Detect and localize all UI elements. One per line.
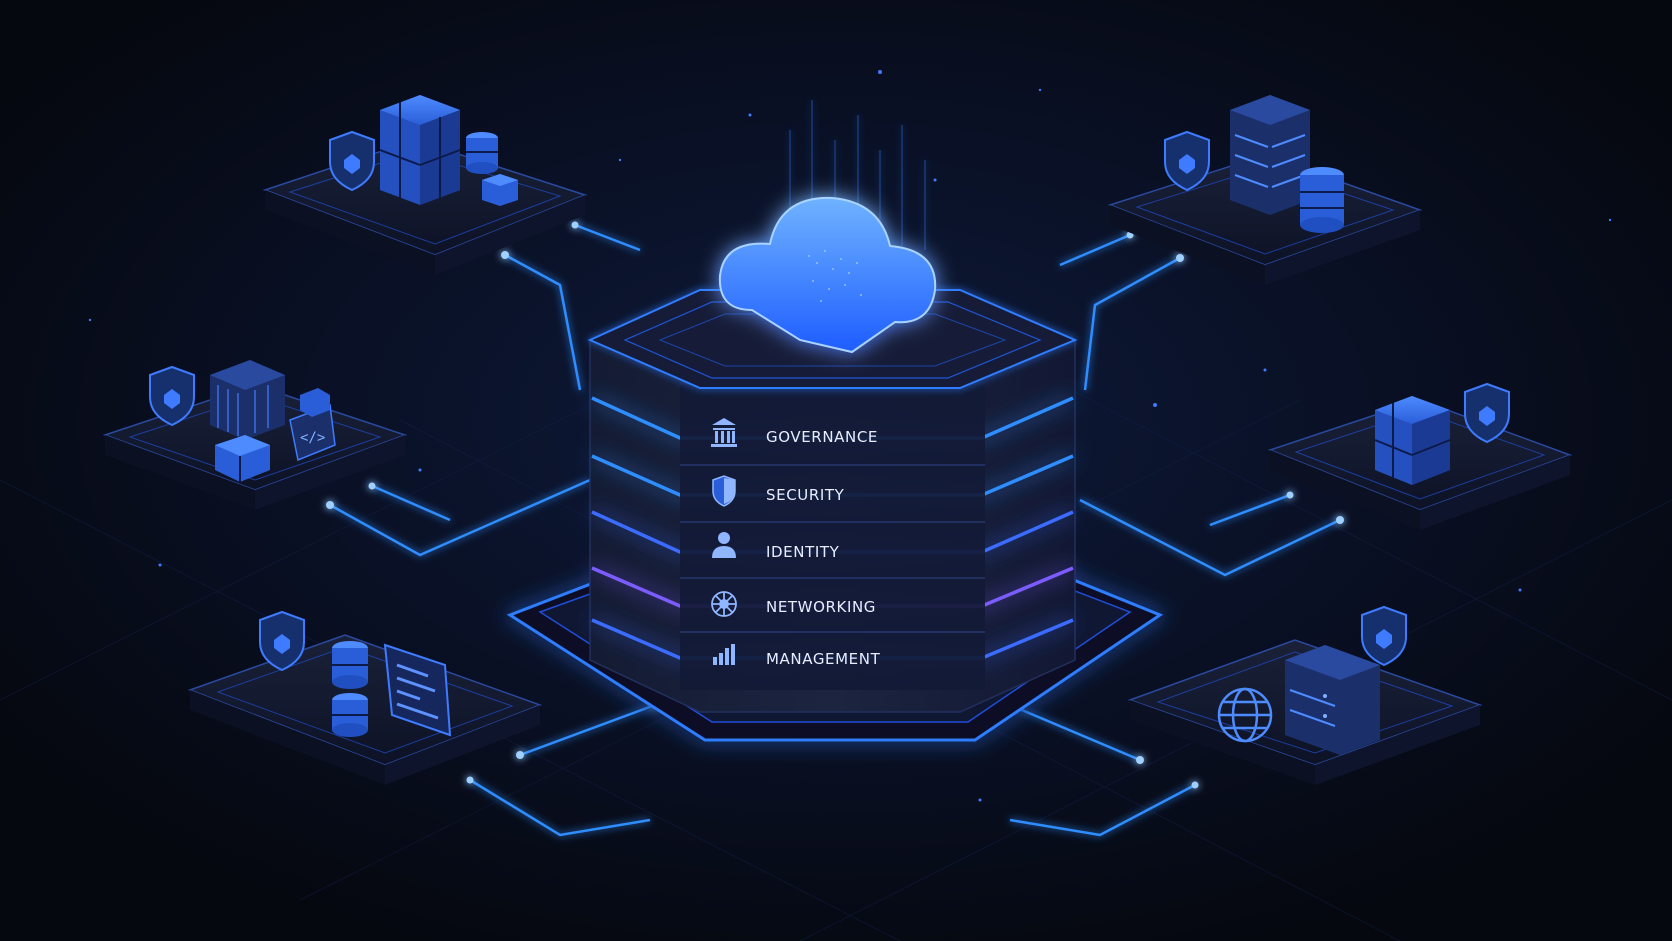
globe-icon [1217,687,1273,743]
network-hub-icon [711,591,737,617]
connector-middle-left [329,478,591,557]
layer-label-governance: GOVERNANCE [766,428,878,446]
layer-label-identity: IDENTITY [766,543,840,561]
server-icon [1285,645,1380,755]
shield-icon [329,130,375,192]
shield-icon [1361,605,1407,667]
central-stack [506,196,1164,742]
satellite-middle-left: </> [102,360,408,510]
connector-top-right [1083,256,1181,391]
shield-icon [1164,130,1210,192]
connector-bottom-right [1009,703,1141,762]
user-icon [712,532,736,558]
shield-icon [259,610,305,672]
cloud-icon [718,196,937,354]
cube-icon [215,435,270,482]
connectors [329,223,1341,837]
connector-top-left [504,253,582,391]
shield-icon [149,365,195,427]
layer-label-networking: NETWORKING [766,598,877,616]
bar-chart-icon [713,644,735,665]
panel-dividers [680,464,985,633]
database-icon [332,641,368,737]
layer-label-security: SECURITY [766,486,845,504]
server-rack-icon [1230,95,1310,215]
cloud-data-dots [808,250,862,302]
svg-text:</>: </> [300,430,325,446]
satellite-top-left [262,95,588,275]
satellite-middle-right [1267,382,1573,530]
satellite-bottom-left [187,610,543,785]
shield-icon [1464,382,1510,444]
database-icon [466,132,518,206]
satellite-bottom-right [1127,605,1483,785]
code-icon: </> [289,388,336,462]
dashboard-icon [383,643,452,737]
layer-label-management: MANAGEMENT [766,650,881,668]
cube-stack-icon [379,95,461,205]
cube-stack-icon [1374,396,1451,485]
connector-middle-right [1079,498,1341,577]
satellite-top-right [1107,95,1423,285]
governance-building-icon [711,418,737,447]
shield-icon [712,475,736,507]
star-particles [88,70,1612,802]
container-icon [210,360,285,440]
database-icon [1300,167,1344,233]
connector-bottom-left [519,703,656,757]
